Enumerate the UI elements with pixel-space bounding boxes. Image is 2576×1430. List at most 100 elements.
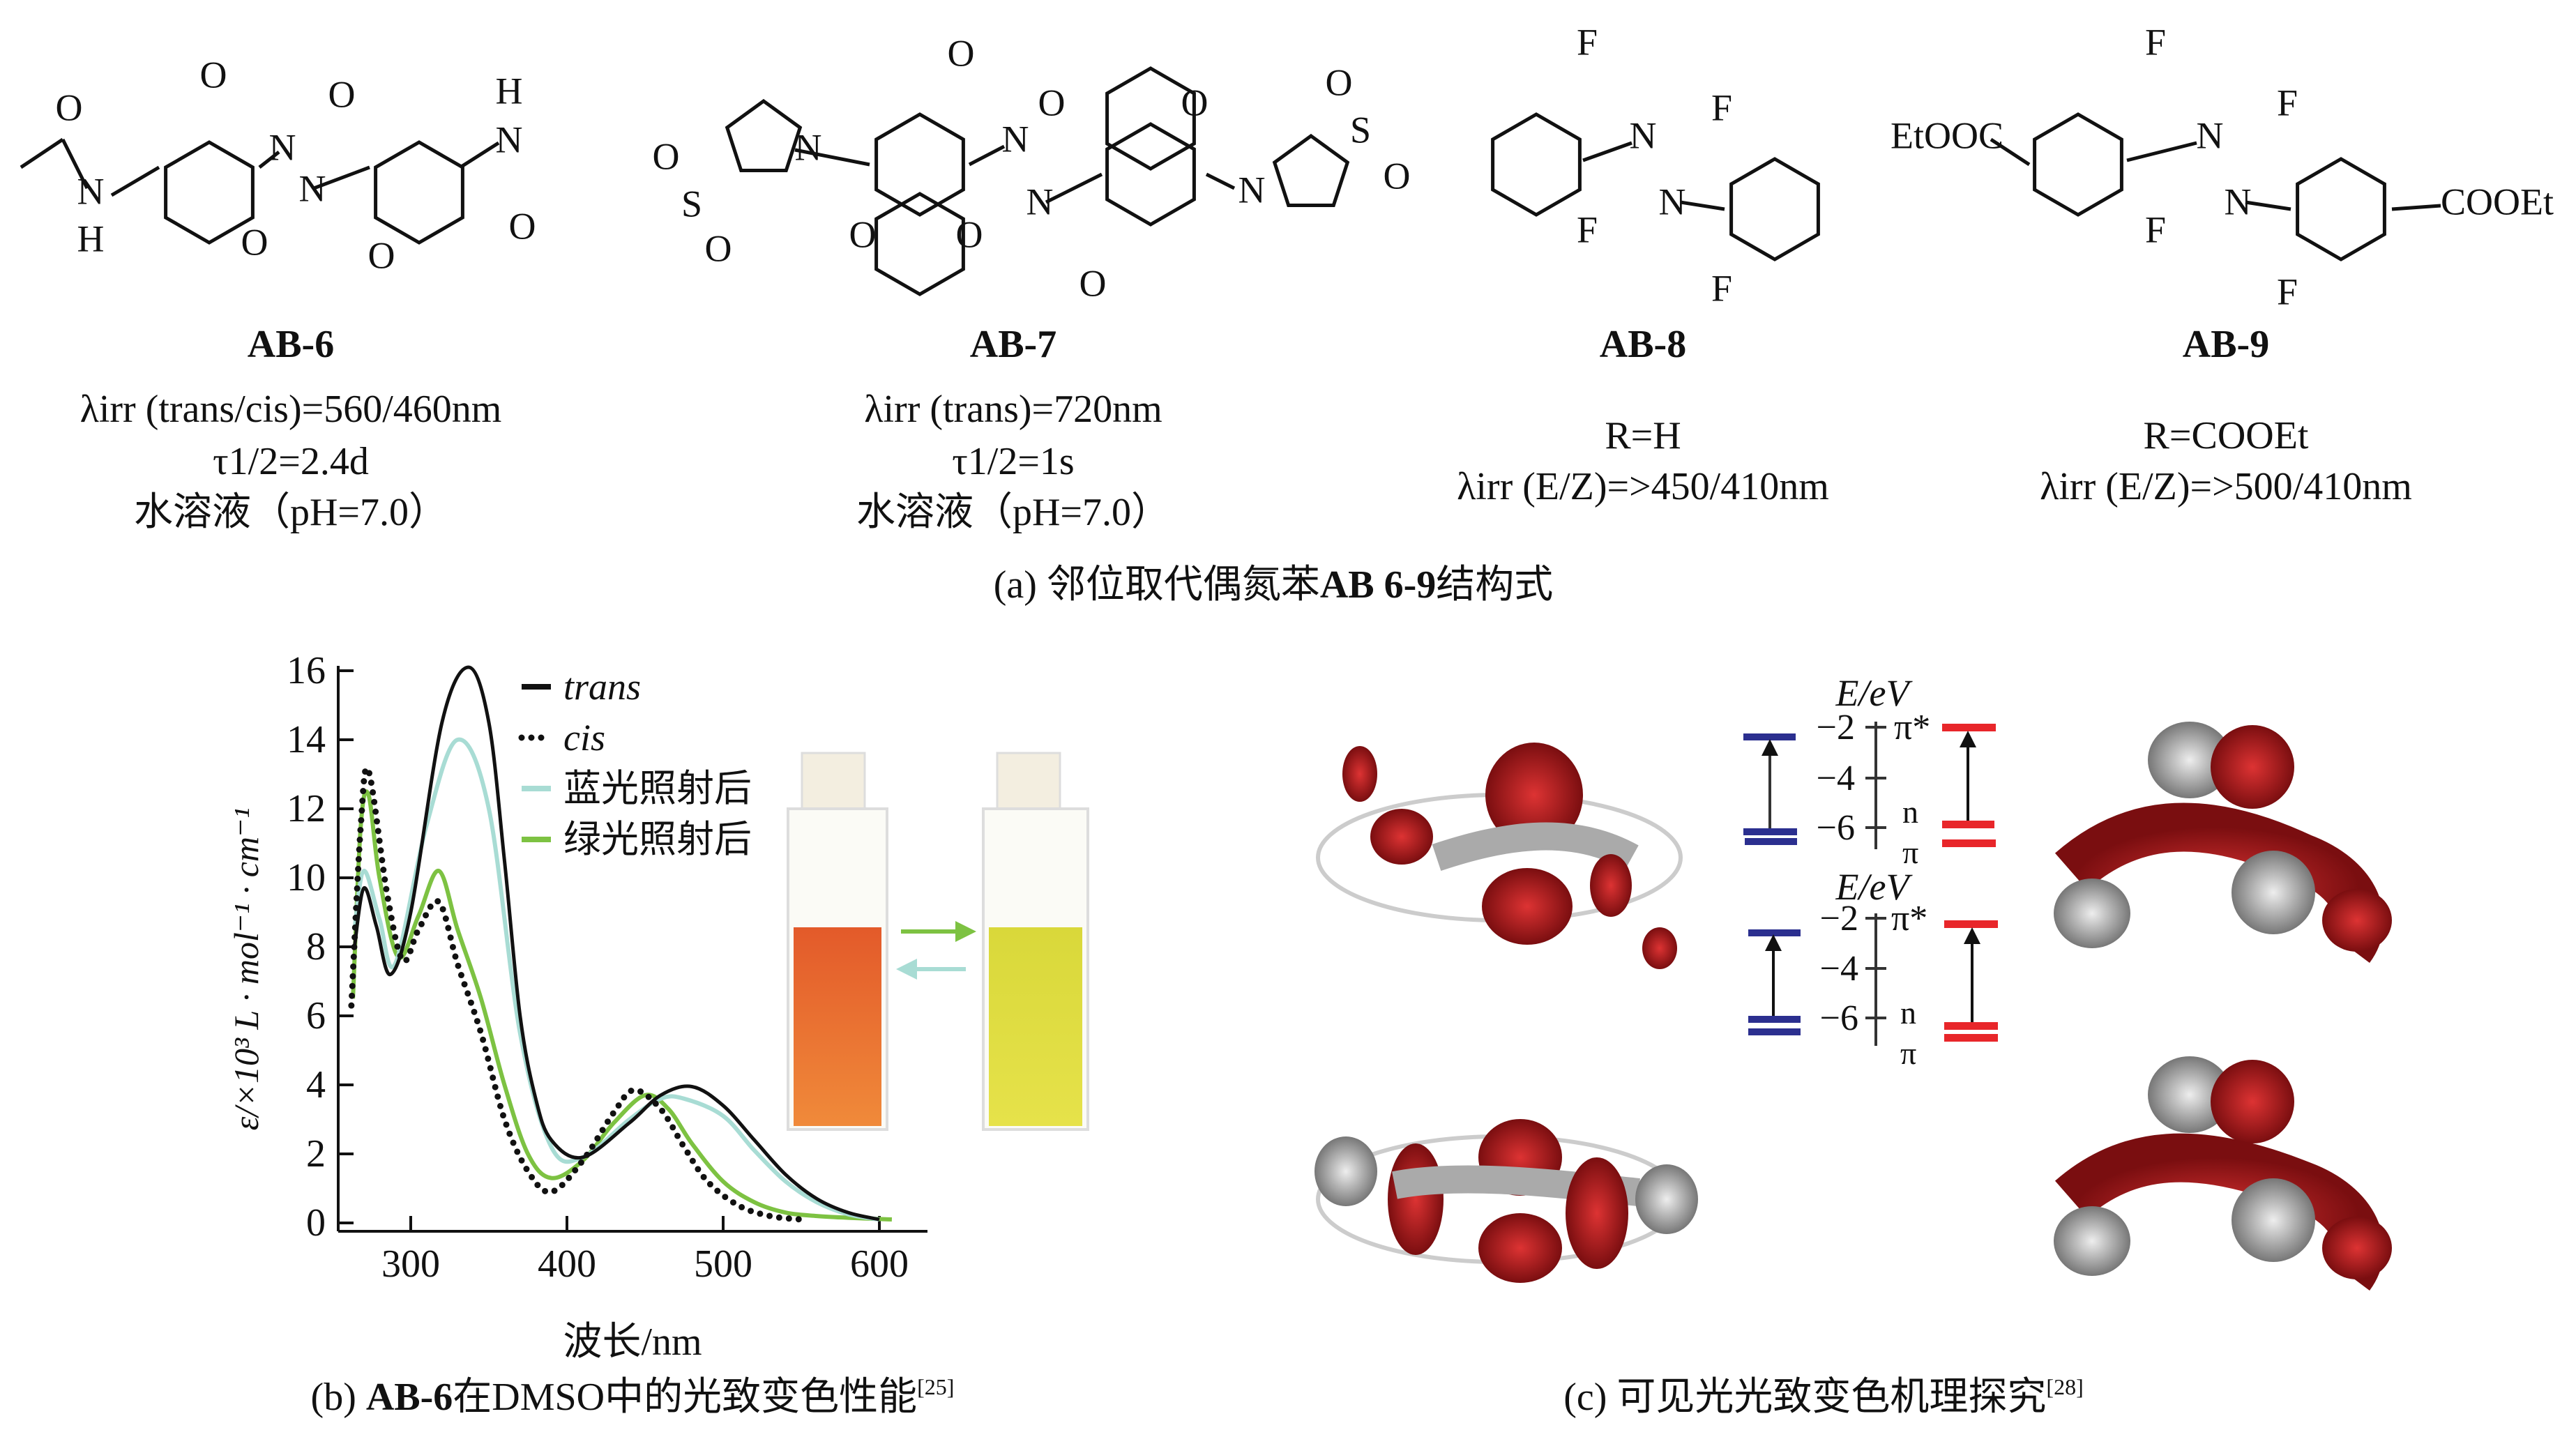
ring-bond	[374, 140, 464, 245]
atom-label: F	[1711, 267, 1732, 309]
atom-label: F	[2145, 21, 2166, 63]
atom-label: F	[2145, 208, 2166, 250]
atom-label: O	[1079, 262, 1107, 304]
atom-label: F	[2277, 271, 2298, 312]
atom-label: S	[681, 183, 702, 225]
substituent: R=H	[1605, 414, 1681, 457]
x-tick-label: 300	[381, 1242, 440, 1286]
irradiation-wavelength: λirr (E/Z)=>450/410nm	[1457, 465, 1829, 508]
level-label: π	[1900, 1035, 1916, 1071]
legend-label: trans	[563, 666, 641, 708]
orbital-image-top-left	[1316, 743, 1683, 969]
atom-label: S	[1350, 109, 1371, 151]
atom-label: N	[496, 119, 523, 160]
atom-label: O	[705, 227, 732, 269]
y-tick-label: 16	[287, 649, 326, 692]
ring-bond	[725, 98, 803, 172]
solvent: 水溶液（pH=7.0）	[856, 491, 1170, 534]
atom-label: N	[77, 170, 105, 212]
level-label: n	[1902, 794, 1918, 830]
y-tick-label: 2	[306, 1132, 326, 1176]
atom-label: O	[368, 234, 395, 276]
bond	[1680, 200, 1725, 211]
ring-bond	[1491, 112, 1582, 217]
atom-label: O	[948, 32, 975, 74]
atom-label: O	[1326, 61, 1353, 103]
atom-label: O	[56, 86, 83, 128]
atom-label: O	[241, 221, 268, 263]
atom-label: O	[328, 73, 356, 115]
bond	[1582, 141, 1632, 162]
energy-tick: −4	[1820, 949, 1858, 989]
x-tick-label: 400	[538, 1242, 596, 1286]
y-axis-label: ε/×10³ L · mol⁻¹ · cm⁻¹	[227, 808, 266, 1131]
energy-tick: −6	[1820, 998, 1858, 1038]
atom-label: O	[956, 213, 983, 255]
atom-label: N	[1630, 114, 1657, 156]
level-label: π*	[1891, 899, 1927, 938]
bond	[2391, 204, 2441, 211]
substituent: R=COOEt	[2144, 414, 2309, 457]
atom-label: O	[849, 213, 877, 255]
atom-label: H	[496, 70, 523, 112]
atom-label: N	[1002, 118, 1029, 160]
molecule-ab8: F N N F F F AB-8 R=H λirr (E/Z)=>450/410…	[1457, 21, 1829, 508]
ring-bond	[874, 112, 965, 217]
ring-bond	[1105, 66, 1196, 171]
irradiation-wavelength: λirr (trans/cis)=560/460nm	[80, 388, 502, 431]
atom-label: F	[1577, 208, 1598, 250]
atom-label: F	[1577, 21, 1598, 63]
ring-bond	[1272, 133, 1350, 207]
legend-label: 绿光照射后	[563, 819, 752, 860]
x-tick-label: 500	[694, 1242, 752, 1286]
energy-tick: −2	[1817, 708, 1855, 747]
atom-label: O	[200, 54, 227, 96]
series-line-cis	[348, 765, 805, 1223]
half-life: τ1/2=2.4d	[213, 440, 369, 483]
molecule-name: AB-6	[248, 323, 334, 366]
atom-label: F	[2277, 82, 2298, 123]
level-label: π*	[1894, 708, 1930, 747]
molecule-ab7: O N O S O O O N N O O O N S O O AB-7 λir…	[653, 32, 1411, 534]
irradiation-wavelength: λirr (trans)=720nm	[864, 388, 1162, 431]
atom-label: N	[2197, 114, 2224, 156]
bond	[313, 165, 370, 190]
panel-a-caption: (a) 邻位取代偶氮苯AB 6-9结构式	[994, 563, 1554, 607]
atom-label: N	[1659, 181, 1686, 222]
orbital-image-bottom-right	[2054, 1056, 2392, 1291]
level-label: π	[1902, 835, 1918, 870]
x-axis-label: 波长/nm	[563, 1321, 702, 1364]
molecule-name: AB-9	[2183, 323, 2269, 366]
cuvette-photo-yellow	[982, 752, 1089, 1131]
energy-tick: −6	[1817, 808, 1855, 848]
y-tick-label: 8	[306, 925, 326, 968]
atom-label: O	[1181, 82, 1209, 123]
energy-diagram-top: E/eV −2 −4 −6 π* n π	[1743, 672, 1996, 870]
legend-label: 蓝光照射后	[563, 768, 752, 809]
ring-bond	[164, 140, 255, 245]
series-line-irradiated	[351, 789, 893, 1222]
cuvette-photo-orange	[787, 752, 888, 1131]
atom-label: O	[653, 135, 680, 177]
series-line-trans	[352, 665, 880, 1222]
ring-bond	[2296, 157, 2386, 261]
energy-tick: −4	[1817, 759, 1855, 798]
panel-c-caption: (c) 可见光光致变色机理探究[28]	[1563, 1374, 2083, 1419]
bond	[110, 165, 160, 197]
atom-label: COOEt	[2441, 181, 2554, 222]
legend-label: cis	[563, 717, 605, 759]
x-tick-label: 600	[850, 1242, 909, 1286]
half-life: τ1/2=1s	[952, 440, 1074, 483]
energy-tick: −2	[1820, 899, 1858, 938]
atom-label: O	[1038, 82, 1066, 123]
atom-label: O	[1384, 155, 1411, 197]
orbital-image-top-right	[2054, 722, 2392, 963]
molecule-name: AB-8	[1600, 323, 1686, 366]
molecule-ab9: EtOOC F N N F F COOEt F AB-9 R=COOEt λir…	[1891, 21, 2554, 508]
ring-bond	[2033, 112, 2123, 217]
ring-bond	[1105, 122, 1196, 227]
bond	[459, 141, 500, 169]
